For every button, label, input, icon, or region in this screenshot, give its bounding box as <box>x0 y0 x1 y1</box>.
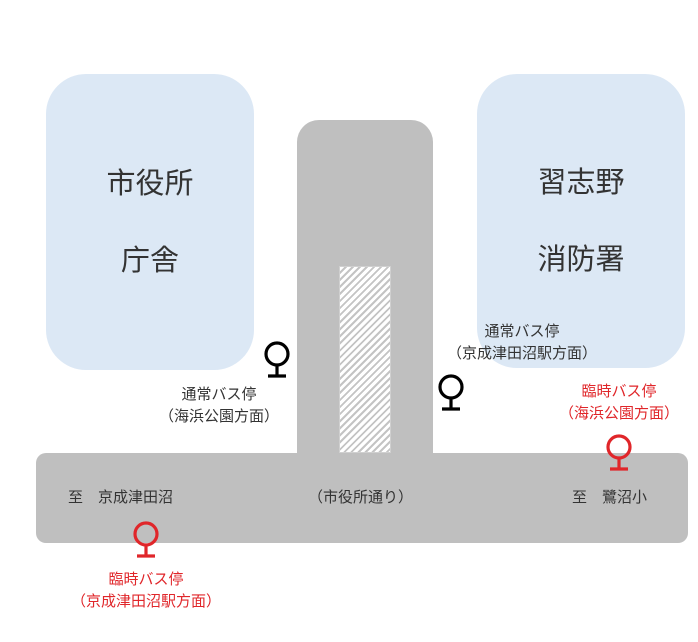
temporary-bus-stop-label-right: 臨時バス停 （海浜公園方面） <box>547 380 691 424</box>
temporary-bus-stop-right-line2: （海浜公園方面） <box>558 404 679 422</box>
city-hall-label-line1: 市役所 <box>106 166 194 200</box>
fire-department-label-line2: 消防署 <box>537 242 625 276</box>
regular-bus-stop-label-left: 通常バス停 （海浜公園方面） <box>144 383 294 427</box>
temporary-bus-stop-label-left: 臨時バス停 （京成津田沼駅方面） <box>56 568 236 612</box>
city-hall-building: 市役所 庁舎 <box>46 74 254 370</box>
regular-bus-stop-right-line1: 通常バス停 <box>484 322 560 340</box>
city-hall-label-line2: 庁舎 <box>120 243 179 277</box>
regular-bus-stop-right-line2: （京成津田沼駅方面） <box>446 344 597 362</box>
temporary-bus-stop-left-line2: （京成津田沼駅方面） <box>70 592 221 610</box>
regular-bus-stop-left-line1: 通常バス停 <box>181 385 257 403</box>
to-saginuma-elementary-label: 至 鷺沼小 <box>572 488 648 506</box>
to-keisei-tsudanuma-label: 至 京成津田沼 <box>68 488 174 506</box>
street-name-label: （市役所通り） <box>308 488 414 506</box>
regular-bus-stop-icon-right <box>438 374 464 411</box>
regular-bus-stop-icon-left <box>264 341 290 378</box>
horizontal-road <box>36 453 688 543</box>
temporary-bus-stop-icon-left <box>133 521 159 558</box>
fire-department-building: 習志野 消防署 <box>477 74 685 368</box>
temporary-bus-stop-right-line1: 臨時バス停 <box>581 382 657 400</box>
fire-department-label-line1: 習志野 <box>537 165 625 199</box>
regular-bus-stop-left-line2: （海浜公園方面） <box>158 407 279 425</box>
median-strip <box>339 266 391 453</box>
temporary-bus-stop-icon-right <box>606 434 632 471</box>
regular-bus-stop-label-right: 通常バス停 （京成津田沼駅方面） <box>432 320 612 364</box>
temporary-bus-stop-left-line1: 臨時バス停 <box>108 570 184 588</box>
